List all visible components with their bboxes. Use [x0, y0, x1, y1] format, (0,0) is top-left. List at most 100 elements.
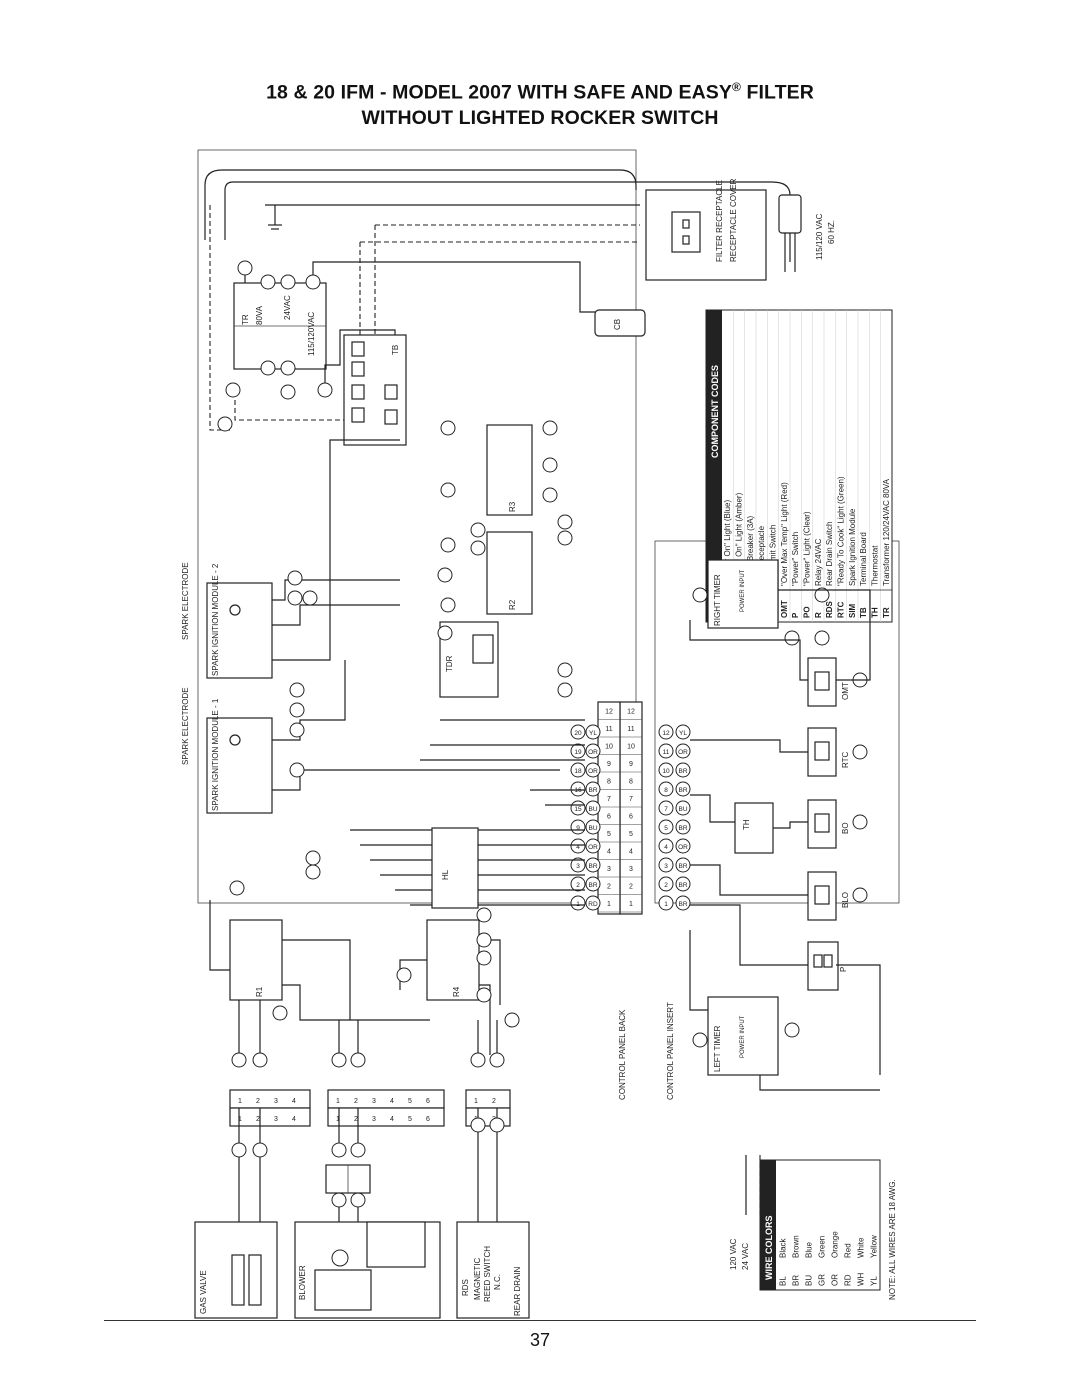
wire-color-name: Brown [791, 1235, 800, 1258]
component-desc: "Over Max Temp" Light (Red) [780, 482, 789, 586]
left-wire-color: OR [588, 749, 598, 756]
left-wire-num: 2 [576, 882, 580, 889]
connector-pin: 2 [354, 1116, 358, 1123]
component-desc: "Power" Switch [791, 532, 800, 586]
title-part-b: FILTER [740, 81, 814, 104]
page-title-line-2: WITHOUT LIGHTED ROCKER SWITCH [361, 107, 719, 129]
connector-pin: 1 [238, 1098, 242, 1105]
control-panel-back-frame [197, 149, 637, 904]
svg-text:N.C.: N.C. [493, 1274, 502, 1290]
svg-text:BLO: BLO [841, 892, 850, 908]
component-desc: Circuit Breaker (3A) [746, 515, 755, 586]
component-desc: "Ready To Cook" Light (Green) [836, 476, 845, 586]
right-wire-num: 12 [662, 730, 670, 737]
connector-pin: 6 [426, 1116, 430, 1123]
left-wire-color-circle [585, 895, 601, 911]
tdr-label: TDR [445, 655, 454, 672]
wire-color-name: Yellow [869, 1235, 878, 1258]
svg-text:R1: R1 [255, 986, 264, 997]
right-wire-num-circle [658, 819, 674, 835]
component-code: OMT [780, 600, 789, 618]
terminal-number: 10 [605, 744, 613, 751]
left-wire-num-circle [570, 876, 586, 892]
supply-voltage: 115/120 VAC [815, 213, 824, 260]
connector-pin: 1 [474, 1098, 478, 1105]
relay-r2: R2 [486, 531, 533, 615]
left-wire-num: 19 [574, 749, 582, 756]
left-wire-color: BU [588, 825, 597, 832]
svg-text:RTC: RTC [841, 751, 850, 768]
left-wire-num: 3 [576, 863, 580, 870]
filter-receptacle-box [645, 189, 767, 281]
blo-light: BLO [807, 871, 850, 921]
svg-text:120 VAC: 120 VAC [729, 1238, 738, 1270]
svg-text:TH: TH [742, 819, 751, 830]
wire-code: BU [804, 1275, 813, 1286]
left-wire-color: OR [588, 768, 598, 775]
rear-drain-switch: RDS MAGNETIC REED SWITCH N.C. REAR DRAIN [456, 1221, 530, 1319]
page-title-line-1: 18 & 20 IFM - MODEL 2007 WITH SAFE AND E… [0, 80, 1080, 105]
spark-ignition-module-2: SPARK IGNITION MODULE - 2 [206, 563, 273, 679]
right-wire-num: 7 [664, 806, 668, 813]
supply-frequency: 60 HZ. [827, 220, 836, 244]
power-plug-icon [778, 194, 802, 272]
wire-color-name: Green [817, 1236, 826, 1258]
left-wire-color: BR [588, 882, 597, 889]
terminal-number: 2 [607, 884, 611, 891]
power-switch: P [807, 941, 848, 991]
connector-block [465, 1089, 511, 1109]
terminal-number: 8 [607, 779, 611, 786]
component-code: TR [882, 607, 891, 618]
connector-pin: 3 [372, 1116, 376, 1123]
terminal-number: 12 [605, 709, 613, 716]
right-wire-color: OR [678, 749, 688, 756]
component-code: RTC [836, 601, 845, 618]
thermostat: TH [734, 802, 774, 854]
relay-r1: R1 [229, 919, 283, 1001]
left-wire-color: YL [589, 730, 597, 737]
spark-ignition-module-1: SPARK IGNITION MODULE - 1 [206, 698, 273, 814]
terminal-number: 7 [629, 796, 633, 803]
circuit-breaker-label: CB [613, 319, 622, 330]
connector-pin: 5 [408, 1116, 412, 1123]
component-code: TH [870, 607, 879, 618]
right-wire-num-circle [658, 762, 674, 778]
svg-text:GAS VALVE: GAS VALVE [199, 1270, 208, 1314]
right-wire-color-circle [675, 838, 691, 854]
wire-colors-table: WIRE COLORS BLBlackBRBrownBUBlueGRGreenO… [759, 1159, 881, 1291]
terminal-number: 9 [629, 761, 633, 768]
left-wire-color-circle [585, 857, 601, 873]
component-desc: Rear Drain Switch [825, 522, 834, 586]
registered-mark: ® [732, 80, 741, 94]
right-wire-color: BU [678, 806, 687, 813]
svg-text:P: P [839, 967, 848, 972]
filter-receptacle-cover-label: RECEPTACLE COVER [729, 178, 738, 262]
right-wire-color: YL [679, 730, 687, 737]
svg-text:MAGNETIC: MAGNETIC [473, 1258, 482, 1300]
voltage-legend: 120 VAC 24 VAC [729, 1155, 761, 1270]
omt-light: OMT [807, 657, 850, 707]
svg-text:OMT: OMT [841, 682, 850, 700]
component-desc: "Burner On" Light (Amber) [734, 492, 743, 586]
wire-note: NOTE: ALL WIRES ARE 18 AWG. [888, 1179, 897, 1300]
component-code: PO [802, 606, 811, 618]
relay-r4: R4 [426, 919, 480, 1001]
terminal-number: 2 [629, 884, 633, 891]
right-wire-color-circle [675, 895, 691, 911]
connector-pin: 2 [256, 1116, 260, 1123]
left-wire-color: RD [588, 901, 598, 908]
connector-pin: 4 [390, 1116, 394, 1123]
footer-rule [104, 1320, 976, 1321]
component-desc: Spark Ignition Module [848, 508, 857, 586]
spark-electrode-2-label: SPARK ELECTRODE [181, 562, 190, 640]
wire-color-name: Blue [804, 1241, 813, 1258]
left-wire-num-circle [570, 857, 586, 873]
transformer-secondary: 24VAC [283, 295, 292, 320]
left-wire-color: BR [588, 787, 597, 794]
left-wire-num: 9 [576, 825, 580, 832]
terminal-number: 1 [607, 901, 611, 908]
svg-text:REAR DRAIN: REAR DRAIN [513, 1266, 522, 1316]
component-code: R [814, 612, 823, 618]
right-wire-color-circle [675, 724, 691, 740]
right-wire-num-circle [658, 800, 674, 816]
